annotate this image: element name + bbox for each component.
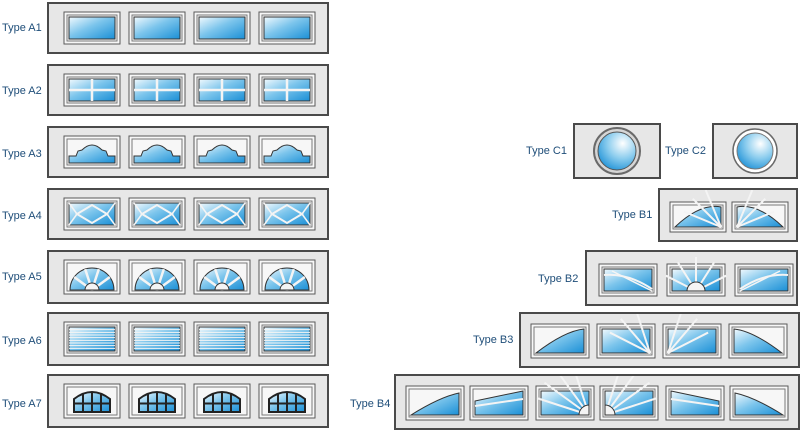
window-b2-2 xyxy=(665,257,727,297)
window-b4-3 xyxy=(535,362,595,421)
type-a3-panel xyxy=(47,126,329,178)
window-cathedral-4 xyxy=(258,135,316,169)
type-a1-label: Type A1 xyxy=(2,22,42,34)
window-sunburst-1 xyxy=(63,259,121,295)
window-stripes-4 xyxy=(258,321,316,357)
type-a5-label: Type A5 xyxy=(2,271,42,283)
window-sunburst-2 xyxy=(128,259,186,295)
window-stockton-4 xyxy=(258,383,316,419)
window-diamond-1 xyxy=(63,197,121,231)
window-grid-4 xyxy=(258,73,316,107)
type-a4-panel xyxy=(47,188,329,240)
window-diamond-3 xyxy=(193,197,251,231)
window-plain-3 xyxy=(193,11,251,45)
window-b4-6 xyxy=(729,385,789,421)
type-a5-panel xyxy=(47,250,329,304)
window-stockton-1 xyxy=(63,383,121,419)
window-b3-2 xyxy=(596,309,656,359)
window-b3-3 xyxy=(662,309,722,359)
window-stripes-2 xyxy=(128,321,186,357)
type-b4-label: Type B4 xyxy=(350,398,391,410)
window-diamond-2 xyxy=(128,197,186,231)
window-cathedral-2 xyxy=(128,135,186,169)
type-a3-label: Type A3 xyxy=(2,148,42,160)
type-b1-panel xyxy=(658,188,798,242)
type-b3-panel xyxy=(519,309,800,368)
window-cathedral-1 xyxy=(63,135,121,169)
window-b4-2 xyxy=(469,385,529,421)
window-stripes-1 xyxy=(63,321,121,357)
type-c2-panel xyxy=(712,123,798,179)
window-plain-2 xyxy=(128,11,186,45)
window-plain-1 xyxy=(63,11,121,45)
type-b4-panel xyxy=(394,362,800,430)
type-b1-label: Type B1 xyxy=(612,209,653,221)
window-cathedral-3 xyxy=(193,135,251,169)
type-c1-panel xyxy=(573,123,661,179)
window-b3-4 xyxy=(728,323,788,359)
window-stripes-3 xyxy=(193,321,251,357)
type-a6-label: Type A6 xyxy=(2,335,42,347)
window-b3-1 xyxy=(530,323,590,359)
type-c2-label: Type C2 xyxy=(665,145,706,157)
window-grid-1 xyxy=(63,73,121,107)
type-a2-panel xyxy=(47,64,329,116)
type-a7-panel xyxy=(47,374,329,428)
window-stockton-2 xyxy=(128,383,186,419)
window-plain-4 xyxy=(258,11,316,45)
window-sunburst-4 xyxy=(258,259,316,295)
window-grid-3 xyxy=(193,73,251,107)
window-grid-2 xyxy=(128,73,186,107)
type-b2-label: Type B2 xyxy=(538,273,579,285)
type-a1-panel xyxy=(47,2,329,54)
round-window-c2 xyxy=(732,128,778,174)
window-stockton-3 xyxy=(193,383,251,419)
window-sunburst-3 xyxy=(193,259,251,295)
window-b4-1 xyxy=(405,385,465,421)
type-a7-label: Type A7 xyxy=(2,398,42,410)
type-a4-label: Type A4 xyxy=(2,210,42,222)
window-b1-2 xyxy=(731,189,789,233)
type-c1-label: Type C1 xyxy=(526,145,567,157)
window-b2-1 xyxy=(598,263,658,297)
window-diamond-4 xyxy=(258,197,316,231)
window-b4-5 xyxy=(665,385,725,421)
type-b2-panel xyxy=(585,250,798,306)
type-b3-label: Type B3 xyxy=(473,334,514,346)
type-a6-panel xyxy=(47,312,329,366)
window-b4-4 xyxy=(599,362,659,421)
round-window-c1 xyxy=(593,127,641,175)
window-b1-1 xyxy=(669,189,727,233)
window-b2-3 xyxy=(734,263,794,297)
type-a2-label: Type A2 xyxy=(2,85,42,97)
